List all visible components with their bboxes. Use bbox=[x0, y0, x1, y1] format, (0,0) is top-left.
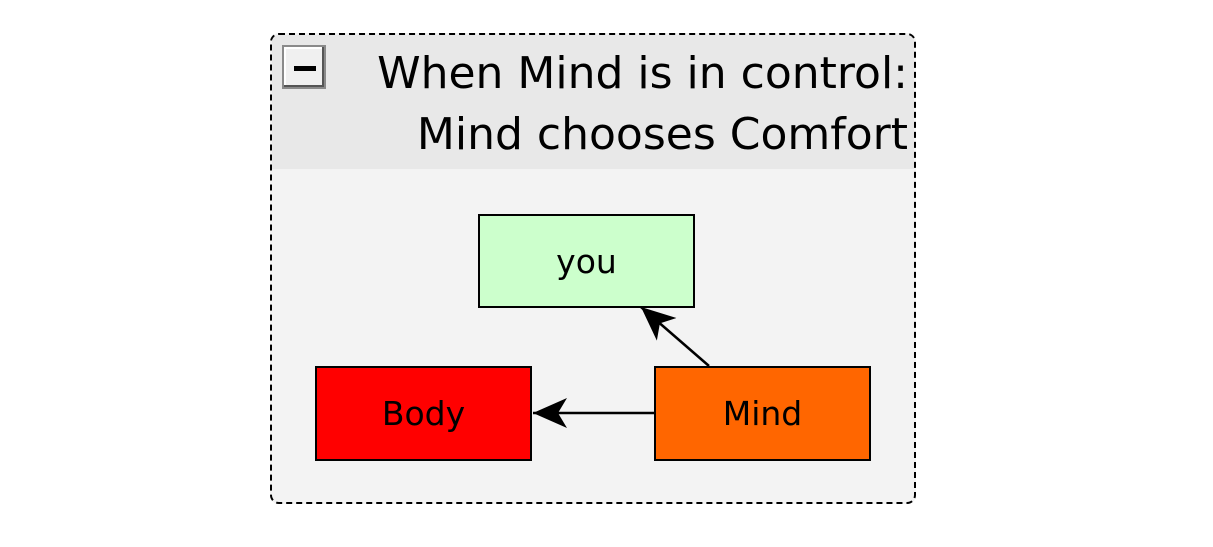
group-title: When Mind is in control: Mind chooses Co… bbox=[377, 43, 908, 165]
node-you-label: you bbox=[556, 241, 617, 281]
group-title-line-2: Mind chooses Comfort bbox=[416, 109, 908, 160]
group-title-line-1: When Mind is in control: bbox=[377, 48, 908, 99]
collapse-button[interactable] bbox=[282, 45, 326, 89]
group-header: When Mind is in control: Mind chooses Co… bbox=[272, 35, 914, 169]
node-body[interactable]: Body bbox=[315, 366, 532, 461]
node-mind[interactable]: Mind bbox=[654, 366, 871, 461]
node-you[interactable]: you bbox=[478, 214, 695, 308]
node-body-label: Body bbox=[381, 394, 466, 433]
minus-icon bbox=[294, 66, 316, 71]
control-group: When Mind is in control: Mind chooses Co… bbox=[270, 33, 916, 504]
node-mind-label: Mind bbox=[722, 394, 803, 433]
